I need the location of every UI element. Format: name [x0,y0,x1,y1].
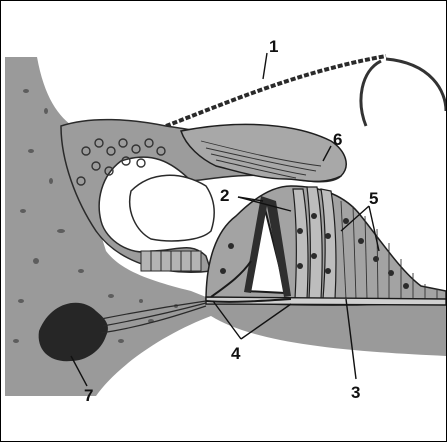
label-7: 7 [84,386,93,405]
label-2: 2 [220,186,229,205]
label-4: 4 [231,344,241,363]
epithelium-cells [141,251,201,271]
inner-sulcus [130,175,215,241]
label-5: 5 [369,189,378,208]
membrane-1 [166,56,386,126]
label-1: 1 [269,37,278,56]
outer-hair-cells [293,187,336,299]
label-6: 6 [333,130,342,149]
label-3: 3 [351,383,360,402]
